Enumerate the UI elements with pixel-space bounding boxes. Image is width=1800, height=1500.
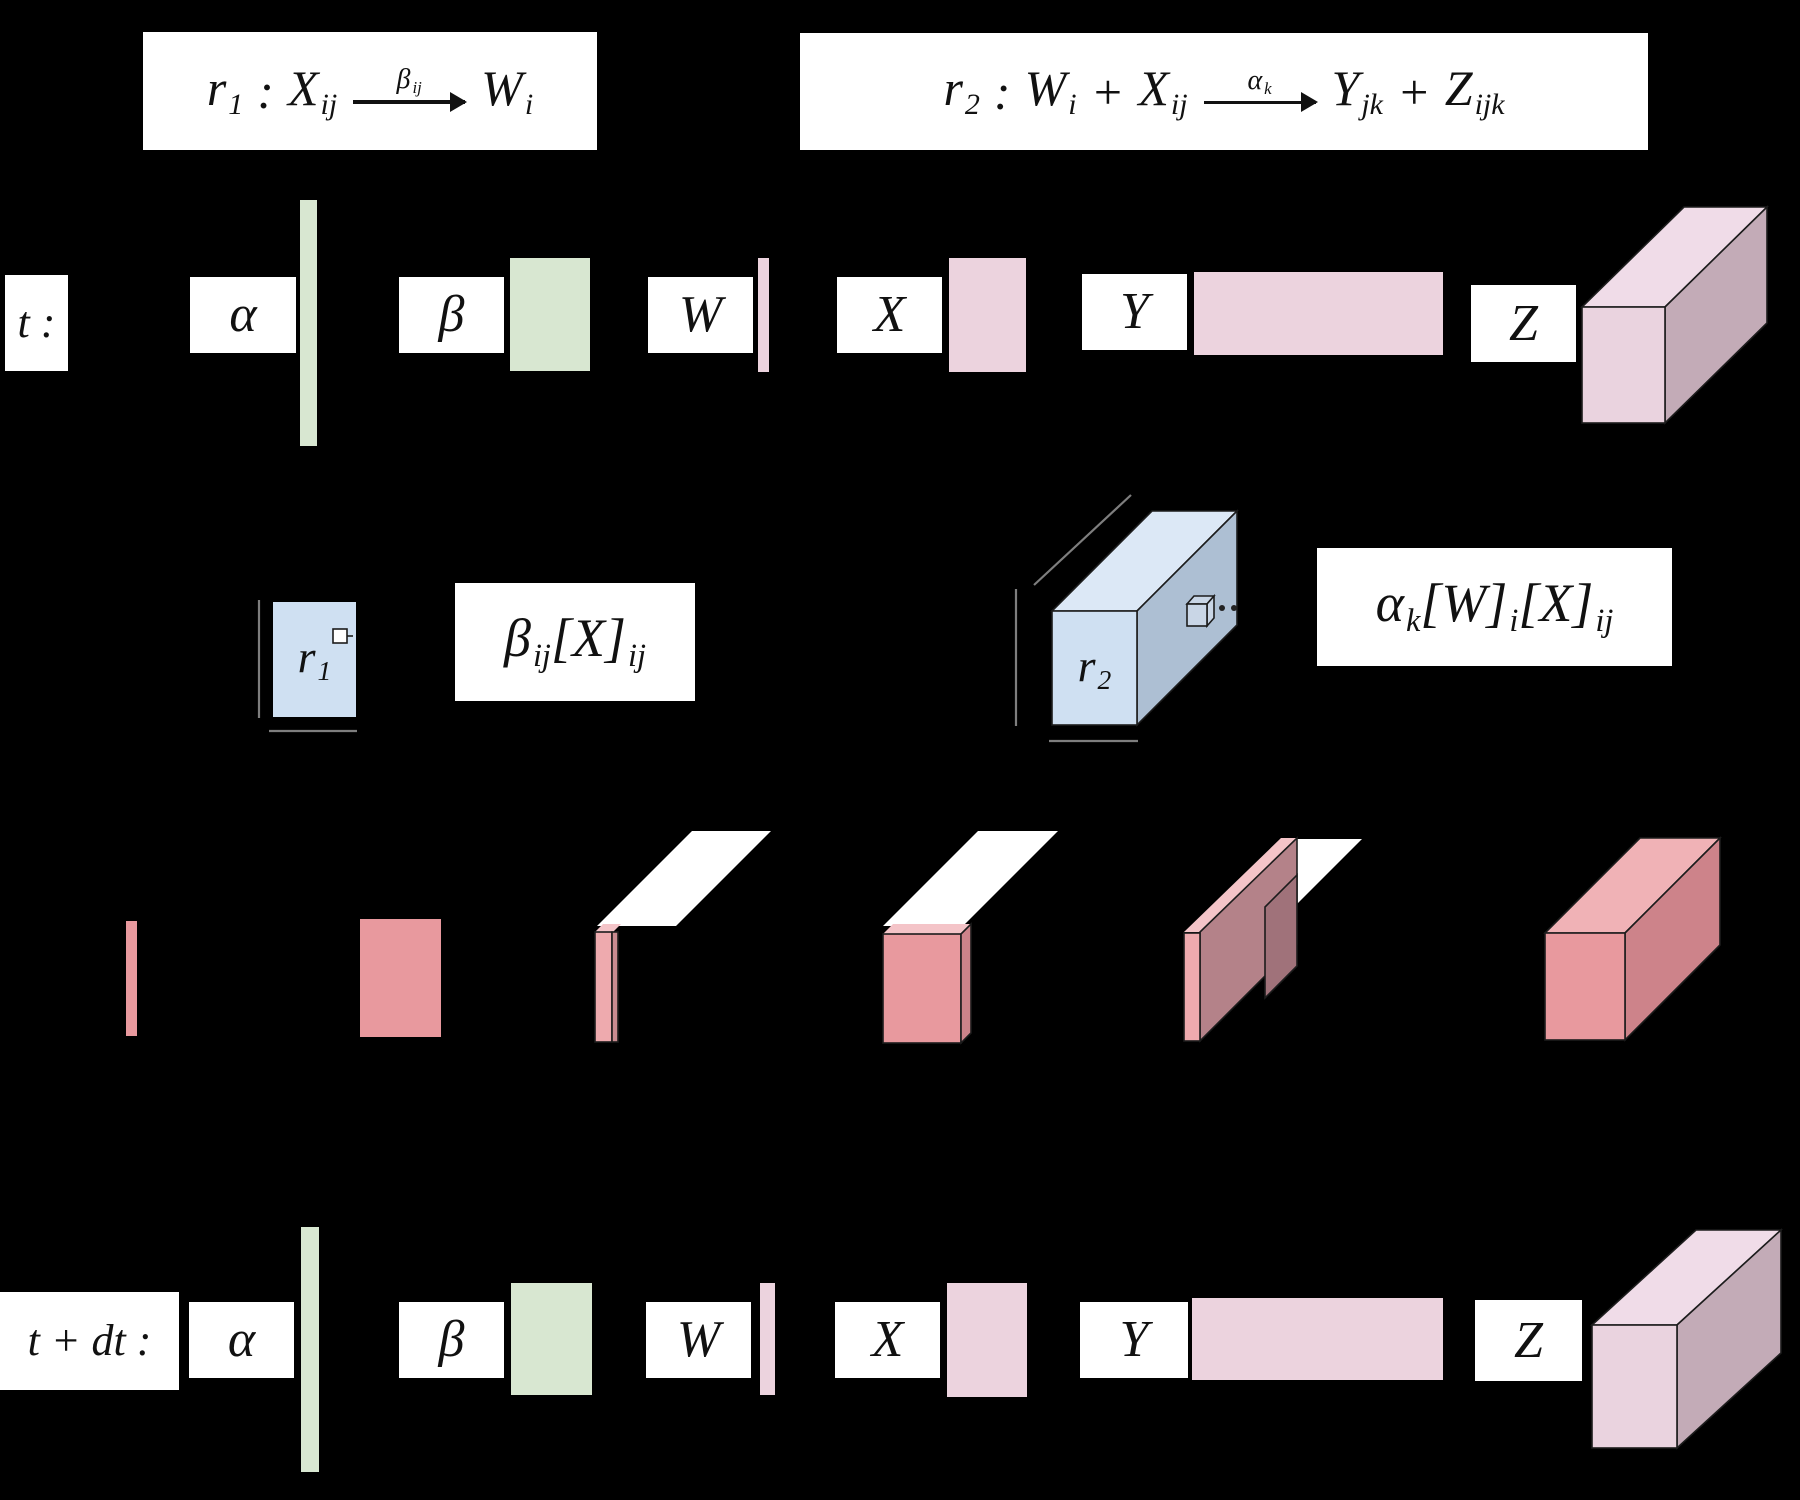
y-count-matrix-tdt (1192, 1298, 1443, 1380)
z-update-front-face (1544, 932, 1626, 1041)
z-slab-white-notch (1297, 839, 1362, 904)
w-extrusion-white-face (597, 831, 771, 926)
propensity-r1-expression: βij[X]ij (455, 583, 695, 701)
z-cuboid-front-face-tdt (1591, 1324, 1678, 1449)
time-label-t: t : (5, 275, 68, 371)
tensor-label-w-t: W (648, 277, 753, 353)
x-extrusion-side-sliver (960, 922, 972, 1045)
r2-cuboid-front-face (1051, 610, 1138, 726)
tensor-label-alpha-tdt: α (189, 1302, 294, 1378)
propensity-r2-expression: αk[W]i[X]ij (1317, 548, 1672, 666)
tensor-label-y-t: Y (1082, 274, 1187, 350)
alpha-rate-bar-tdt (301, 1227, 319, 1472)
molecule-cube-icon (1185, 593, 1216, 629)
x-extrusion-front-face (882, 933, 962, 1044)
tensor-label-x-tdt: X (835, 1302, 940, 1378)
tensor-label-w-tdt: W (646, 1302, 751, 1378)
ellipsis-dot-2 (1231, 605, 1237, 611)
z-slab-dark-strip (1264, 873, 1298, 1000)
propensity-r1-frame (257, 600, 357, 733)
update-w-extrusion (594, 831, 771, 1043)
z-slab-front-bar (1183, 932, 1201, 1042)
propensity-r2-frame (1014, 494, 1138, 743)
w-extrusion-front-bar (594, 931, 613, 1043)
x-count-matrix-tdt (947, 1283, 1027, 1397)
x-count-matrix-t (949, 258, 1026, 372)
update-w-bar (126, 921, 137, 1036)
z-count-cuboid-t (1580, 205, 1769, 425)
propensity-r1-label: r1 (297, 631, 332, 687)
r2-frame-diagonal-line (1033, 494, 1132, 586)
time-label-tdt: t + dt : (0, 1292, 179, 1390)
x-extrusion-top-sliver (883, 924, 971, 934)
propensity-r2-label: r2 (1077, 639, 1112, 695)
w-count-bar-t (758, 258, 769, 372)
z-slab-top-band (1184, 838, 1297, 932)
w-extrusion-side-sliver (611, 931, 619, 1043)
cube-front-face (1186, 603, 1208, 627)
propensity-r1-box (273, 602, 356, 717)
tensor-label-beta-tdt: β (399, 1302, 504, 1378)
z-cuboid-front-face-t (1581, 306, 1666, 424)
z-count-cuboid-tdt (1589, 1228, 1784, 1450)
tensor-label-z-t: Z (1471, 285, 1576, 362)
update-z-slab-partial (1183, 836, 1362, 1043)
beta-rate-matrix-tdt (511, 1283, 592, 1395)
x-extrusion-white-face (883, 831, 1058, 926)
tensor-label-x-t: X (837, 277, 942, 353)
molecule-square-icon (332, 628, 353, 644)
update-x-extrusion (882, 831, 1058, 1045)
w-count-bar-tdt (760, 1283, 775, 1395)
beta-rate-matrix-t (510, 258, 590, 371)
w-extrusion-top-sliver (595, 924, 621, 932)
ellipsis-dot-1 (1219, 605, 1225, 611)
tensor-label-alpha-t: α (190, 277, 296, 353)
update-z-cuboid (1543, 836, 1722, 1042)
update-x-matrix (360, 919, 441, 1037)
alpha-rate-bar-t (300, 200, 317, 446)
tensor-label-beta-t: β (399, 277, 504, 353)
tensor-label-z-tdt: Z (1475, 1300, 1582, 1381)
y-count-matrix-t (1194, 272, 1443, 355)
tensor-label-y-tdt: Y (1080, 1302, 1188, 1378)
